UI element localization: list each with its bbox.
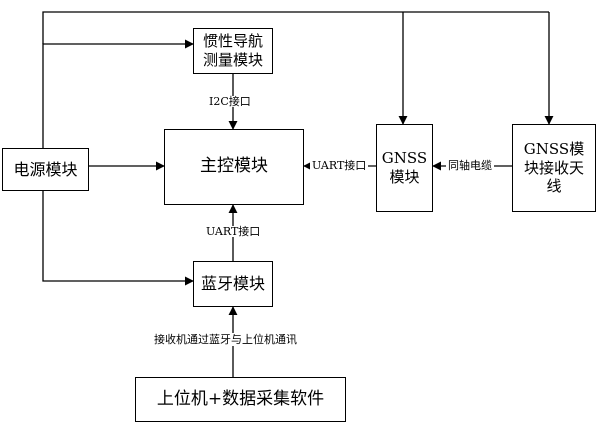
- i2c-interface-label: I2C接口: [207, 95, 253, 108]
- gnss-module: GNSS 模块: [376, 124, 433, 212]
- inertial-measurement-module: 惯性导航 测量模块: [193, 28, 273, 74]
- gnss-antenna-module: GNSS模 块接收天 线: [512, 124, 596, 212]
- inertial-measurement-module-label: 惯性导航 测量模块: [202, 32, 263, 69]
- main-control-module-label: 主控模块: [200, 156, 268, 177]
- host-communication-label: 接收机通过蓝牙与上位机通讯: [151, 333, 300, 346]
- gnss-antenna-module-label: GNSS模 块接收天 线: [523, 139, 585, 196]
- bluetooth-module-label: 蓝牙模块: [200, 274, 265, 293]
- host-software-box: 上位机+数据采集软件: [135, 377, 346, 422]
- edge-power-bluetooth: [42, 191, 194, 286]
- gnss-module-label: GNSS 模块: [381, 149, 428, 186]
- uart-interface-label-bluetooth: UART接口: [204, 225, 263, 238]
- host-software-label: 上位机+数据采集软件: [156, 388, 325, 409]
- coaxial-cable-label: 同轴电缆: [446, 159, 494, 172]
- main-control-module: 主控模块: [164, 129, 304, 205]
- power-module-label: 电源模块: [13, 159, 78, 179]
- power-module: 电源模块: [2, 148, 89, 191]
- uart-interface-label-gnss: UART接口: [310, 159, 369, 172]
- bluetooth-module: 蓝牙模块: [193, 261, 273, 307]
- edge-power-bus: [42, 11, 549, 44]
